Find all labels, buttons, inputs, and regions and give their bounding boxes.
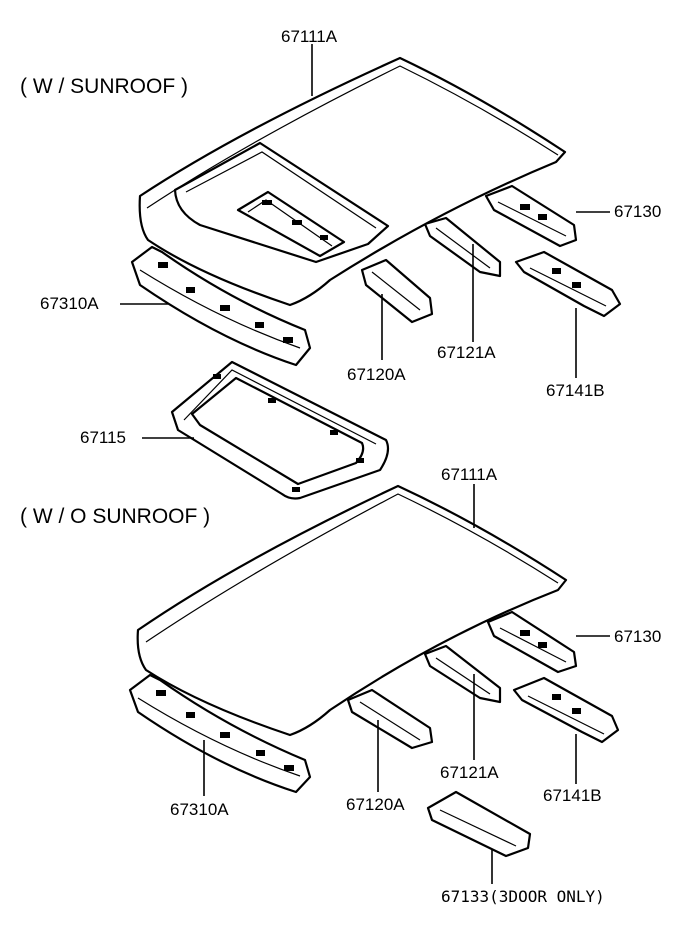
section-title-without-sunroof: ( W / O SUNROOF ) [20, 505, 210, 528]
label-bow-front-top: 67120A [347, 365, 406, 384]
label-roof-panel-bottom: 67111A [441, 465, 498, 484]
label-bow-mid-bottom: 67121A [440, 763, 499, 782]
leader-lines-bottom [203, 484, 610, 884]
section-title-with-sunroof: ( W / SUNROOF ) [20, 75, 188, 98]
roof-panel-with-sunroof-part [138, 56, 567, 307]
label-rail-rear-top: 67130 [614, 202, 661, 221]
label-bow-rear-bottom: 67141B [543, 786, 602, 805]
front-header-rail-bottom-part [128, 673, 312, 794]
roof-bows-bottom [346, 610, 620, 750]
roof-bows-top [360, 184, 622, 324]
label-bow-rear-top: 67141B [546, 381, 605, 400]
label-rail-rear-bottom: 67130 [614, 627, 661, 646]
sunroof-frame-part [170, 360, 390, 500]
label-extra-rail: 67133(3DOOR ONLY) [441, 887, 605, 906]
label-front-rail-top: 67310A [40, 294, 99, 313]
label-roof-panel-top: 67111A [281, 27, 338, 46]
label-front-rail-bottom: 67310A [170, 800, 229, 819]
front-header-rail-part [130, 245, 312, 367]
leader-lines-top [120, 44, 610, 439]
with-sunroof-group: ( W / SUNROOF ) [20, 27, 661, 500]
roof-panel-no-sunroof-part [136, 484, 568, 737]
label-sunroof-frame: 67115 [80, 428, 126, 447]
without-sunroof-group: ( W / O SUNROOF ) [20, 465, 661, 906]
label-bow-front-bottom: 67120A [346, 795, 405, 814]
label-bow-mid-top: 67121A [437, 343, 496, 362]
extra-rail-part [426, 790, 532, 858]
